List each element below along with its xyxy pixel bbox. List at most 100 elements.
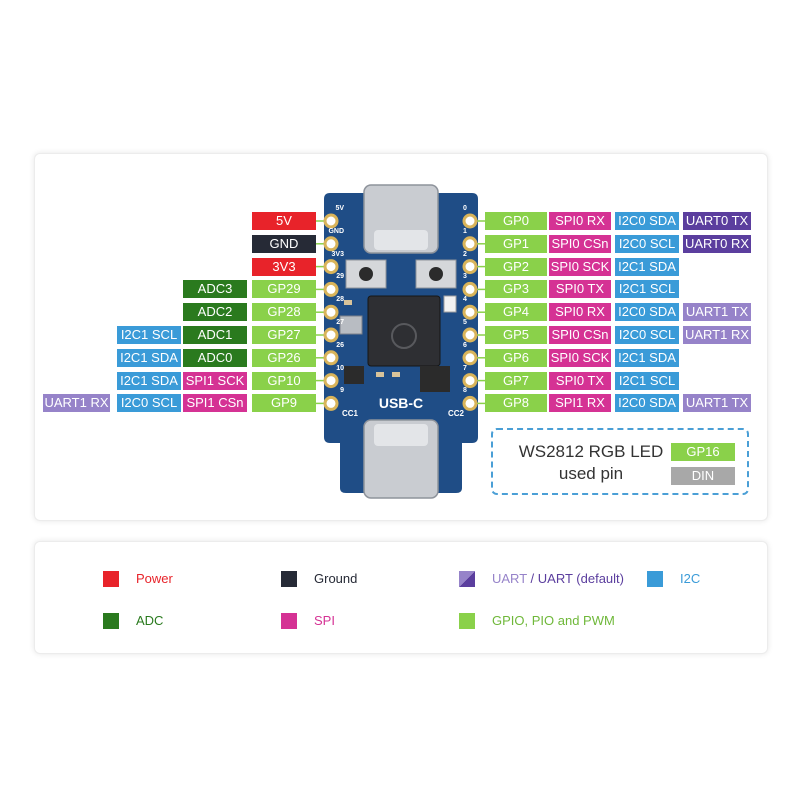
left-pad — [323, 304, 339, 320]
legend-swatch-adc — [103, 613, 119, 629]
legend-swatch-spi — [281, 613, 297, 629]
right-board-pin-number: 8 — [463, 387, 467, 395]
legend-label-i2c: I2C — [680, 571, 701, 586]
left-pin-8-uart1-rx: UART1 RX — [43, 394, 110, 412]
legend-swatch-ground — [281, 571, 297, 587]
left-board-pin-number: GND — [328, 227, 344, 235]
legend-uart-default-text: UART (default) — [537, 571, 624, 586]
right-pin-4-spi0-rx: SPI0 RX — [549, 303, 611, 321]
legend-card — [34, 541, 768, 654]
legend-swatch-gpio — [459, 613, 475, 629]
left-pin-7-i2c1-sda: I2C1 SDA — [117, 372, 181, 390]
right-pad — [462, 213, 478, 229]
legend-label-power: Power — [136, 571, 173, 586]
legend-label-spi: SPI — [314, 613, 335, 628]
regulator — [344, 366, 364, 384]
left-pin-2-3v3: 3V3 — [252, 258, 316, 276]
right-board-pin-number: 3 — [463, 273, 467, 281]
left-pad — [323, 373, 339, 389]
left-pin-6-i2c1-sda: I2C1 SDA — [117, 349, 181, 367]
right-board-pin-number: 0 — [463, 205, 467, 212]
right-pin-3-spi0-tx: SPI0 TX — [549, 280, 611, 298]
left-pin-6-gp26: GP26 — [252, 349, 316, 367]
right-pin-1-i2c0-scl: I2C0 SCL — [615, 235, 679, 253]
left-board-pin-number: 9 — [340, 387, 344, 395]
left-pin-8-i2c0-scl: I2C0 SCL — [117, 394, 181, 412]
right-pad — [462, 304, 478, 320]
right-pin-4-i2c0-sda: I2C0 SDA — [615, 303, 679, 321]
left-pin-1-gnd: GND — [252, 235, 316, 253]
right-pad — [462, 395, 478, 411]
right-pin-1-uart0-rx: UART0 RX — [683, 235, 751, 253]
left-pad — [323, 213, 339, 229]
right-pin-6-i2c1-sda: I2C1 SDA — [615, 349, 679, 367]
right-pin-5-spi0-csn: SPI0 CSn — [549, 326, 611, 344]
right-pad — [462, 350, 478, 366]
right-pin-0-spi0-rx: SPI0 RX — [549, 212, 611, 230]
right-pin-0-gp0: GP0 — [485, 212, 547, 230]
legend-label-adc: ADC — [136, 613, 164, 628]
ws2812-led-info-box: WS2812 RGB LED used pin GP16 DIN — [491, 428, 749, 495]
left-board-pin-number: 26 — [336, 341, 344, 349]
led-subtitle: used pin — [558, 464, 624, 483]
left-pad — [323, 327, 339, 343]
right-pad — [462, 281, 478, 297]
right-pin-2-i2c1-sda: I2C1 SDA — [615, 258, 679, 276]
right-pin-0-uart0-tx: UART0 TX — [683, 212, 751, 230]
right-board-pin-number: 5 — [463, 319, 467, 326]
right-pad — [462, 236, 478, 252]
left-pin-4-adc2: ADC2 — [183, 303, 247, 321]
left-pin-5-gp27: GP27 — [252, 326, 316, 344]
left-board-pin-number: 29 — [336, 273, 344, 281]
left-board-pin-number: 10 — [336, 364, 344, 372]
left-board-pin-number: 3V3 — [331, 250, 344, 258]
legend-uart-text: UART — [492, 571, 527, 586]
right-board-pin-number: 4 — [463, 296, 467, 304]
left-pad — [323, 395, 339, 411]
raspberry-logo-icon — [391, 323, 417, 349]
left-pin-0-5v: 5V — [252, 212, 316, 230]
right-pin-1-spi0-csn: SPI0 CSn — [549, 235, 611, 253]
right-pin-6-gp6: GP6 — [485, 349, 547, 367]
left-pad — [323, 350, 339, 366]
left-board-pin-number: 27 — [336, 319, 344, 326]
left-pin-8-gp9: GP9 — [252, 394, 316, 412]
right-pin-5-gp5: GP5 — [485, 326, 547, 344]
right-pin-6-spi0-sck: SPI0 SCK — [549, 349, 611, 367]
left-pad — [323, 281, 339, 297]
right-pin-4-gp4: GP4 — [485, 303, 547, 321]
right-pin-3-i2c1-scl: I2C1 SCL — [615, 280, 679, 298]
led-component — [443, 295, 457, 313]
board-cc1-label: CC1 — [342, 409, 359, 418]
led-pin-gp16: GP16 — [671, 443, 735, 461]
left-pin-3-gp29: GP29 — [252, 280, 316, 298]
right-board-pin-number: 2 — [463, 250, 467, 258]
right-pin-2-spi0-sck: SPI0 SCK — [549, 258, 611, 276]
right-pin-8-i2c0-sda: I2C0 SDA — [615, 394, 679, 412]
rp2040-chip — [367, 295, 441, 367]
left-pin-4-gp28: GP28 — [252, 303, 316, 321]
led-pin-din: DIN — [671, 467, 735, 485]
right-pin-8-spi1-rx: SPI1 RX — [549, 394, 611, 412]
led-title: WS2812 RGB LED — [518, 442, 664, 461]
right-pin-2-gp2: GP2 — [485, 258, 547, 276]
right-pin-7-i2c1-scl: I2C1 SCL — [615, 372, 679, 390]
right-pin-0-i2c0-sda: I2C0 SDA — [615, 212, 679, 230]
right-pin-1-gp1: GP1 — [485, 235, 547, 253]
right-pin-7-spi0-tx: SPI0 TX — [549, 372, 611, 390]
right-pin-5-uart1-rx: UART1 RX — [683, 326, 751, 344]
right-pin-7-gp7: GP7 — [485, 372, 547, 390]
left-pad — [323, 259, 339, 275]
left-pin-7-spi1-sck: SPI1 SCK — [183, 372, 247, 390]
right-pin-8-uart1-tx: UART1 TX — [683, 394, 751, 412]
left-board-pin-number: 28 — [336, 296, 344, 304]
left-pin-6-adc0: ADC0 — [183, 349, 247, 367]
left-pin-8-spi1-csn: SPI1 CSn — [183, 394, 247, 412]
board-cc2-label: CC2 — [448, 409, 465, 418]
right-pad — [462, 259, 478, 275]
left-pad — [323, 236, 339, 252]
right-board-pin-number: 6 — [463, 341, 467, 349]
left-pin-3-adc3: ADC3 — [183, 280, 247, 298]
flash-chip — [420, 366, 450, 392]
